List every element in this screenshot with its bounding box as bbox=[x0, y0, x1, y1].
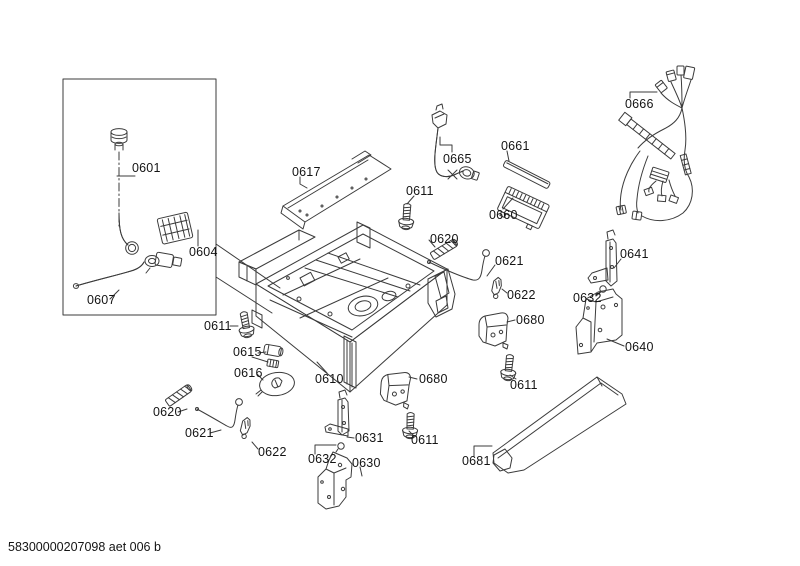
part-label-0641: 0641 bbox=[620, 247, 649, 261]
leader-lines bbox=[109, 91, 658, 477]
part-label-0665: 0665 bbox=[443, 152, 472, 166]
part-label-0620-top: 0620 bbox=[430, 232, 459, 246]
part-label-0604: 0604 bbox=[189, 245, 218, 259]
part-label-0611-top: 0611 bbox=[406, 184, 434, 198]
part-0610-base-assembly-art bbox=[238, 221, 456, 393]
part-0632-screws-art bbox=[335, 285, 607, 453]
part-label-0631: 0631 bbox=[355, 431, 384, 445]
part-0607-hose-art bbox=[72, 261, 145, 289]
part-label-0632-right: 0632 bbox=[573, 291, 602, 305]
part-0601-inlet-hose-art bbox=[110, 128, 139, 255]
part-label-0607: 0607 bbox=[87, 293, 116, 307]
part-label-0660: 0660 bbox=[489, 208, 518, 222]
part-0622-clips-art bbox=[238, 276, 503, 440]
part-label-0621-left: 0621 bbox=[185, 426, 214, 440]
part-0611-screws-art bbox=[235, 202, 519, 440]
part-label-0620-left: 0620 bbox=[153, 405, 182, 419]
part-label-0640: 0640 bbox=[625, 340, 654, 354]
part-0631-hinge-art bbox=[324, 389, 350, 437]
part-0604-valve-assembly-art bbox=[144, 211, 194, 274]
part-label-0680-center: 0680 bbox=[419, 372, 448, 386]
part-0616-disc-art bbox=[255, 371, 295, 397]
part-0665-cable-art bbox=[431, 103, 480, 181]
part-label-0622-right: 0622 bbox=[507, 288, 536, 302]
part-label-0622-left: 0622 bbox=[258, 445, 287, 459]
part-0617-cover-panel-art bbox=[280, 150, 392, 230]
part-0681-plinth-panel-art bbox=[492, 376, 627, 474]
part-label-0611-right: 0611 bbox=[510, 378, 538, 392]
part-label-0681: 0681 bbox=[462, 454, 491, 468]
part-label-0611-center: 0611 bbox=[411, 433, 439, 447]
part-0630-bracket-art bbox=[317, 451, 353, 510]
part-label-0617: 0617 bbox=[292, 165, 321, 179]
part-label-0632-center: 0632 bbox=[308, 452, 337, 466]
part-0641-hinge-art bbox=[587, 229, 618, 287]
part-label-0680-right: 0680 bbox=[516, 313, 545, 327]
part-0666-harness-art bbox=[615, 65, 696, 221]
part-0661-strip-art bbox=[503, 160, 551, 189]
part-label-0621-right: 0621 bbox=[495, 254, 524, 268]
part-label-0615: 0615 bbox=[233, 345, 262, 359]
document-number: 58300000207098 aet 006 b bbox=[8, 540, 161, 554]
part-label-0616: 0616 bbox=[234, 366, 263, 380]
part-label-0630: 0630 bbox=[352, 456, 381, 470]
part-label-0666: 0666 bbox=[625, 97, 654, 111]
part-label-0611-left: 0611 bbox=[204, 319, 232, 333]
part-0680-brackets-art bbox=[378, 312, 509, 410]
part-0621-cables-art bbox=[195, 249, 490, 428]
part-0640-bracket-art bbox=[575, 288, 623, 355]
part-label-0661: 0661 bbox=[501, 139, 530, 153]
part-0660-module-art bbox=[497, 186, 550, 231]
part-label-0610: 0610 bbox=[315, 372, 344, 386]
part-label-0601: 0601 bbox=[132, 161, 161, 175]
part-0615-cap-art bbox=[263, 343, 284, 369]
